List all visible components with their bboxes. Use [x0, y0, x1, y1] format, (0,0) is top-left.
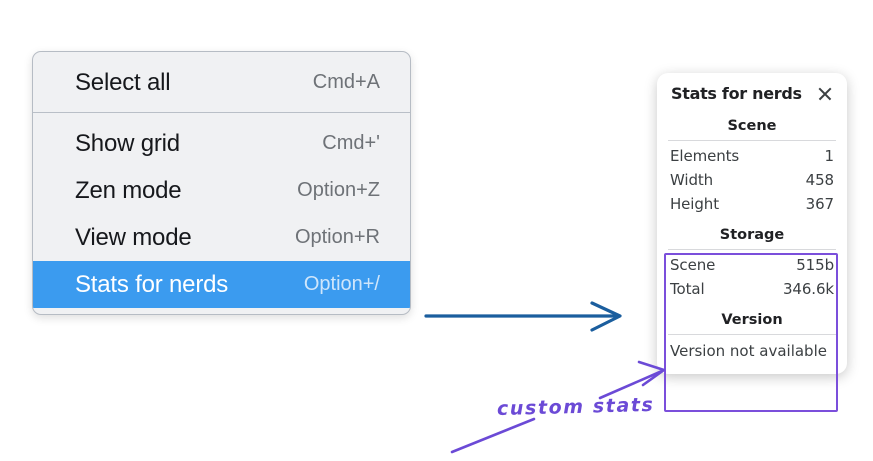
section-title-storage: Storage	[719, 227, 785, 243]
menu-item-label: Zen mode	[75, 176, 182, 204]
menu-item-shortcut: Option+R	[294, 226, 380, 248]
menu-group-1: Select all Cmd+A	[33, 52, 410, 112]
annotation-arrow-to-highlight	[598, 360, 666, 400]
menu-item-label: Stats for nerds	[75, 270, 229, 298]
menu-item-shortcut: Cmd+'	[322, 132, 380, 154]
stat-value: 346.6k	[782, 280, 834, 298]
section-title-version: Version	[721, 312, 783, 328]
version-note: Version not available	[670, 342, 827, 360]
stat-value: 1	[824, 147, 835, 165]
stat-value: 515b	[796, 256, 834, 274]
menu-item-label: Select all	[75, 68, 171, 96]
spacer	[657, 216, 847, 225]
section-divider	[668, 334, 836, 335]
menu-item-zen-mode[interactable]: Zen mode Option+Z	[33, 167, 410, 214]
annotation-underline-stroke	[450, 417, 536, 454]
close-icon[interactable]	[816, 85, 834, 103]
stats-panel-header: Stats for nerds	[657, 84, 847, 103]
stats-panel-title: Stats for nerds	[671, 84, 802, 103]
menu-item-stats-for-nerds[interactable]: Stats for nerds Option+/	[33, 261, 410, 308]
menu-item-show-grid[interactable]: Show grid Cmd+'	[33, 120, 410, 167]
stat-row-elements: Elements 1	[657, 144, 847, 168]
stat-value: 367	[805, 195, 834, 213]
context-menu[interactable]: Select all Cmd+A Show grid Cmd+' Zen mod…	[32, 51, 411, 315]
menu-item-shortcut: Cmd+A	[312, 71, 380, 93]
menu-item-label: Show grid	[75, 129, 180, 157]
section-title-scene: Scene	[727, 118, 777, 134]
section-divider	[668, 249, 836, 250]
stat-key: Height	[670, 195, 719, 213]
stat-row-storage-total: Total 346.6k	[657, 277, 847, 301]
stat-value: 458	[805, 171, 834, 189]
stat-row-height: Height 367	[657, 192, 847, 216]
menu-item-shortcut: Option+Z	[297, 179, 380, 201]
stat-key: Elements	[670, 147, 740, 165]
stat-key: Width	[670, 171, 714, 189]
stat-key: Total	[670, 280, 705, 298]
menu-group-2: Show grid Cmd+' Zen mode Option+Z View m…	[33, 112, 410, 314]
menu-item-label: View mode	[75, 223, 192, 251]
stats-for-nerds-panel: Stats for nerds Scene Elements 1 Width 4…	[657, 73, 847, 374]
menu-item-shortcut: Option+/	[303, 273, 380, 295]
menu-item-select-all[interactable]: Select all Cmd+A	[33, 59, 410, 106]
spacer	[657, 301, 847, 310]
stat-row-width: Width 458	[657, 168, 847, 192]
stat-key: Scene	[670, 256, 716, 274]
flow-arrow-blue	[424, 301, 622, 332]
menu-item-view-mode[interactable]: View mode Option+R	[33, 214, 410, 261]
section-divider	[668, 140, 836, 141]
stat-row-storage-scene: Scene 515b	[657, 253, 847, 277]
annotation-label-custom-stats: custom stats	[496, 393, 655, 421]
